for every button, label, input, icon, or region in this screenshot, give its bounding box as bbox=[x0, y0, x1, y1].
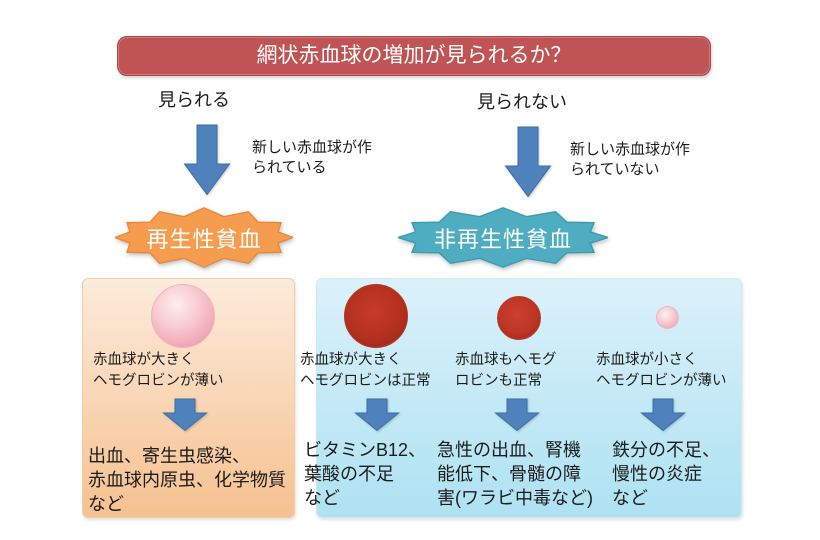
large-dark-red-blood-cell-icon bbox=[344, 284, 408, 348]
small-pale-red-blood-cell-icon bbox=[656, 306, 679, 329]
causes-text: 急性の出血、腎機 能低下、骨髄の障 害(ワラビ中毒など) bbox=[437, 440, 593, 508]
down-arrow-icon bbox=[494, 398, 540, 432]
burst-shape-icon bbox=[115, 207, 293, 268]
medium-red-blood-cell-icon bbox=[497, 296, 541, 340]
down-arrow-icon bbox=[183, 124, 231, 196]
burst-shape-icon bbox=[398, 207, 608, 268]
causes-text: 鉄分の不足、 慢性の炎症 など bbox=[612, 440, 720, 508]
large-pale-red-blood-cell-icon bbox=[151, 284, 215, 348]
cell-description: 赤血球もヘモグ ロビンも正常 bbox=[455, 352, 557, 389]
badge-non-regenerative-anemia: 非再生性貧血 bbox=[398, 206, 608, 269]
note-new-rbc-not-made: 新しい赤血球が作 られていない bbox=[570, 141, 691, 178]
causes-text: 出血、寄生虫感染、 赤血球内原虫、化学物質 など bbox=[88, 446, 286, 514]
down-arrow-icon bbox=[354, 398, 400, 432]
branch-label-not-seen: 見られない bbox=[477, 92, 567, 112]
down-arrow-icon bbox=[162, 398, 208, 432]
badge-label: 非再生性貧血 bbox=[433, 226, 572, 252]
title-banner: 網状赤血球の増加が見られるか？ bbox=[117, 36, 711, 76]
branch-label-seen: 見られる bbox=[158, 90, 230, 110]
down-arrow-icon bbox=[640, 398, 686, 432]
cell-description: 赤血球が大きく ヘモグロビンが薄い bbox=[93, 352, 224, 389]
note-new-rbc-made: 新しい赤血球が作 られている bbox=[252, 139, 373, 176]
badge-label: 再生性貧血 bbox=[146, 226, 262, 252]
causes-text: ビタミンB12、 葉酸の不足 など bbox=[304, 440, 427, 508]
down-arrow-icon bbox=[504, 126, 552, 198]
cell-description: 赤血球が大きく ヘモグロビンは正常 bbox=[300, 352, 431, 389]
cell-description: 赤血球が小さく ヘモグロビンが薄い bbox=[596, 352, 727, 389]
badge-regenerative-anemia: 再生性貧血 bbox=[115, 206, 293, 269]
